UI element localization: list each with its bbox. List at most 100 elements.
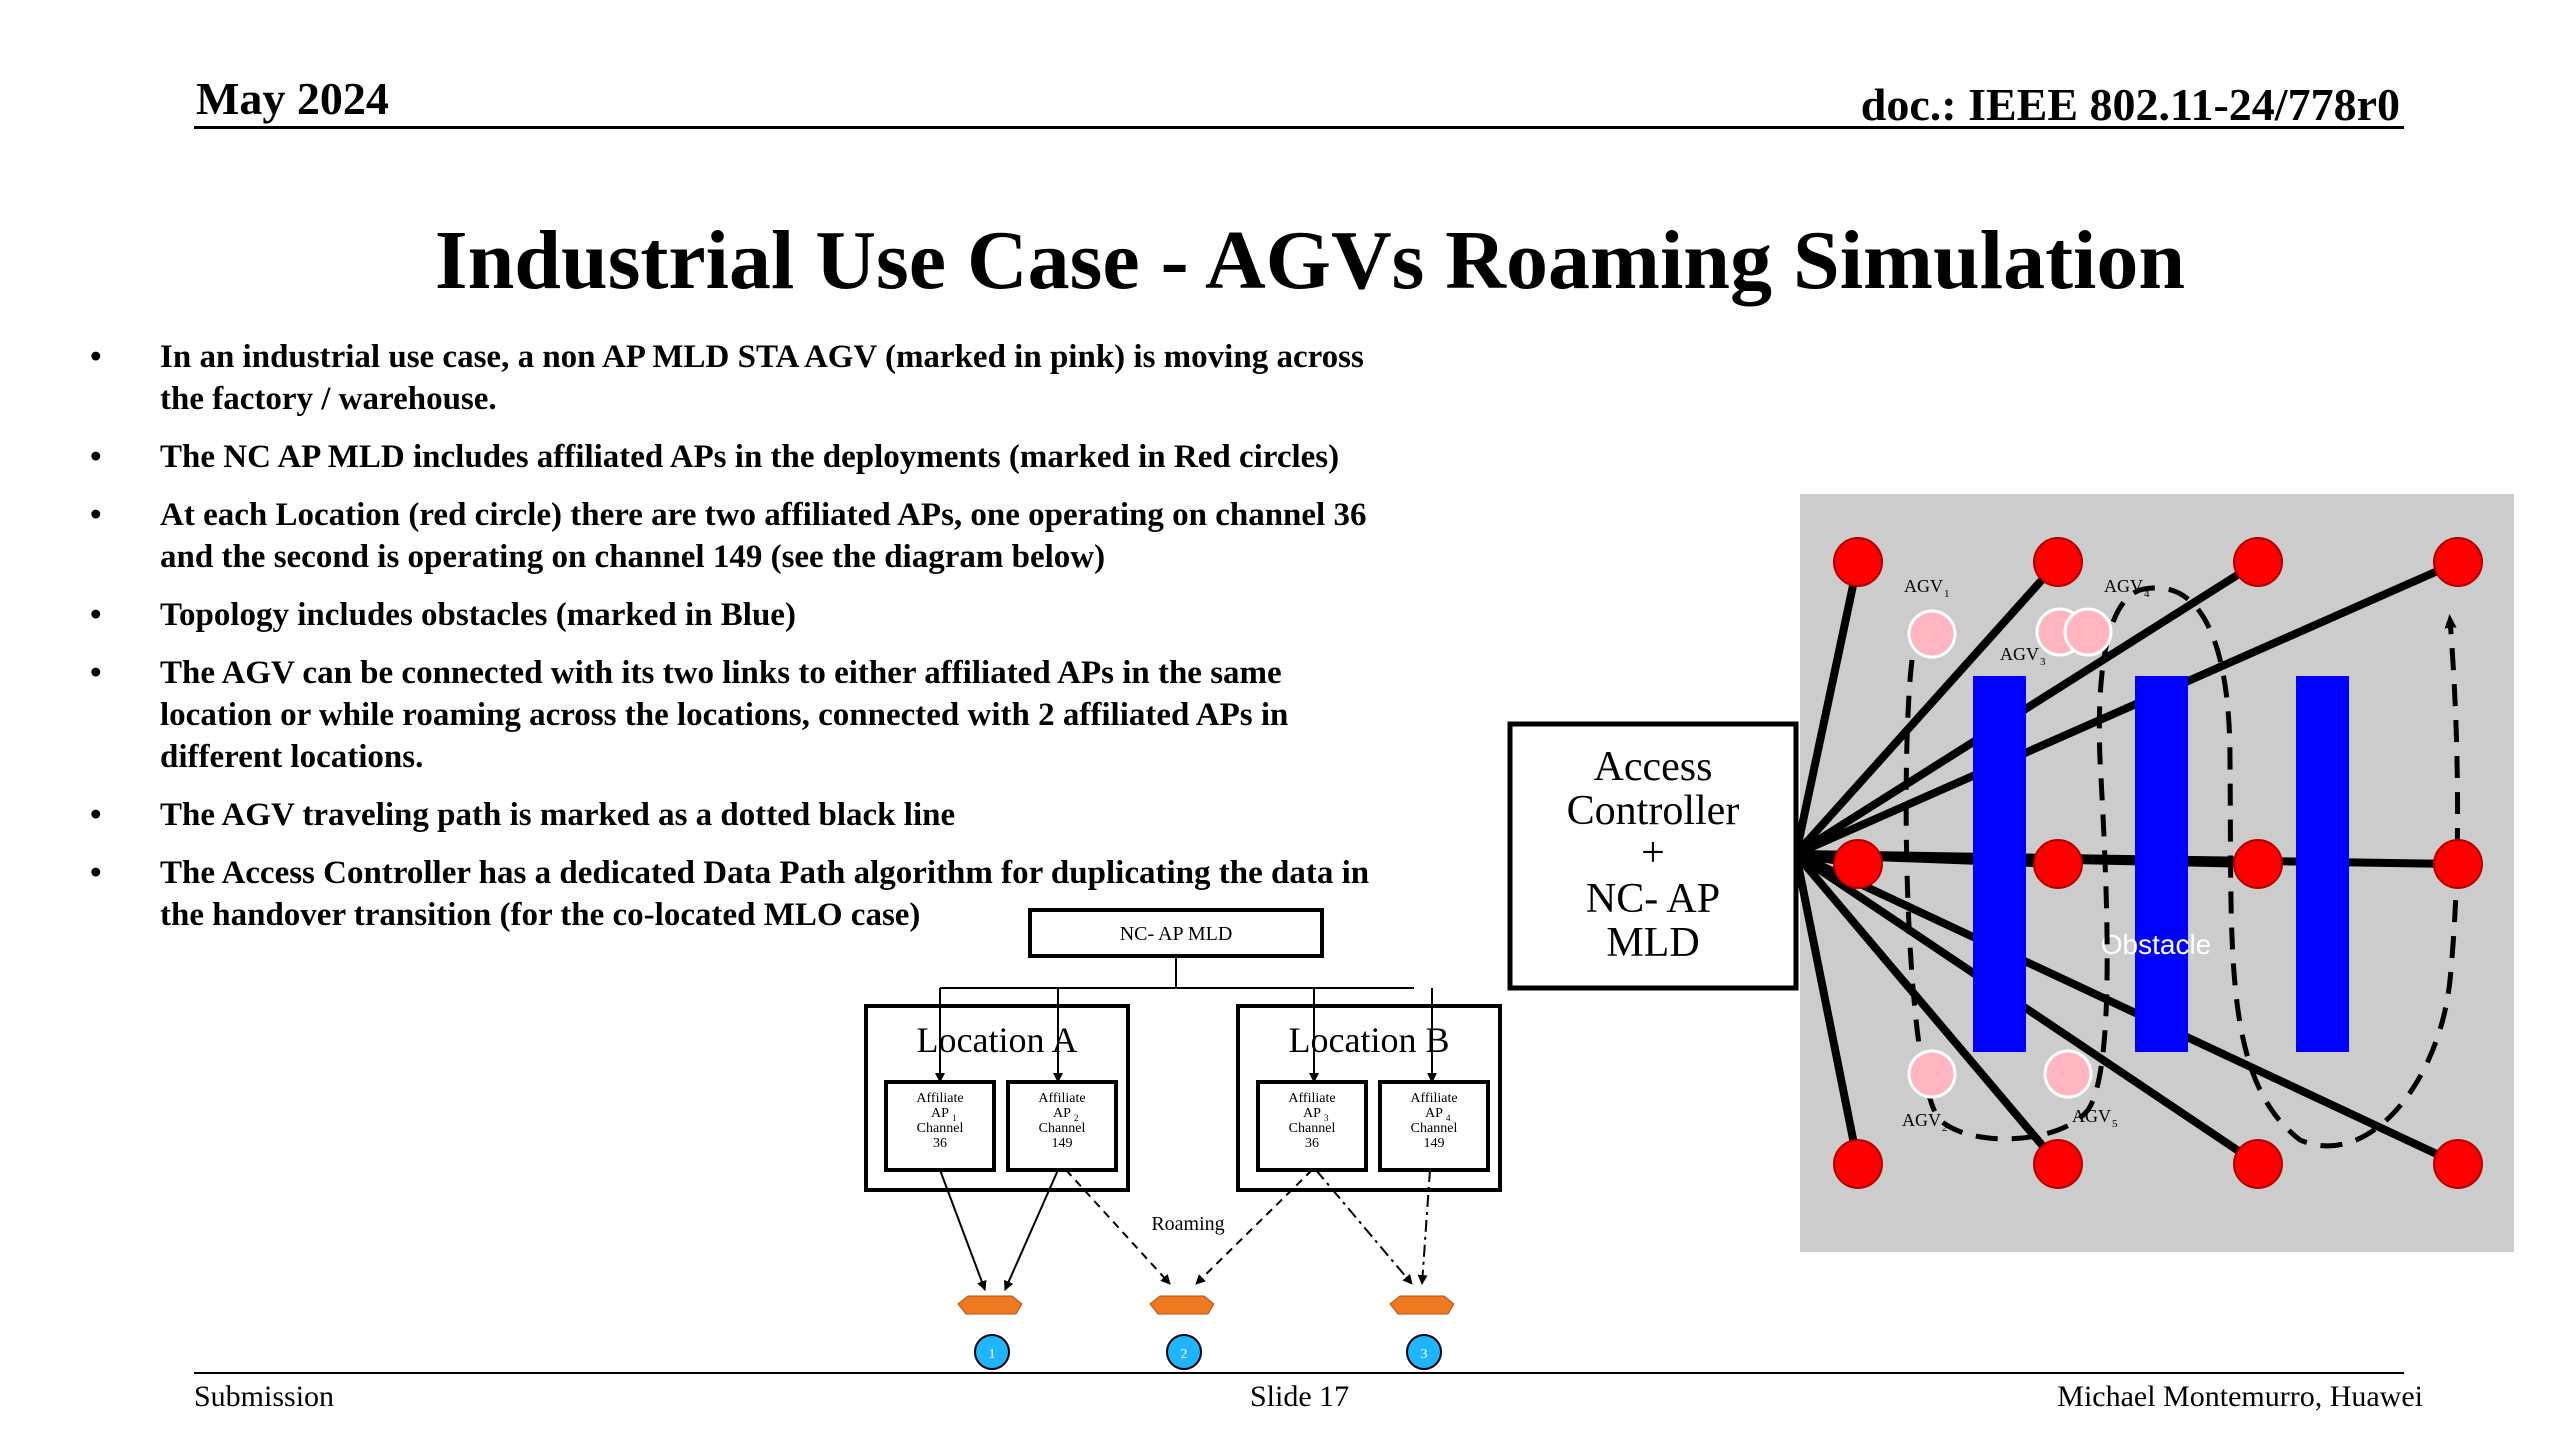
bullet-item: • At each Location (red circle) there are… xyxy=(90,494,1490,578)
controller-link xyxy=(1792,558,1862,858)
ap-label-line: 149 xyxy=(1424,1136,1445,1151)
ap-label-line: Channel xyxy=(1411,1121,1458,1136)
ap-location-node xyxy=(1833,1139,1883,1189)
ap-location-node xyxy=(1833,839,1883,889)
ap-label-line: AP xyxy=(931,1106,949,1121)
access-controller-label-line: + xyxy=(1641,830,1665,876)
agv-node xyxy=(2035,607,2085,657)
ap-label-line: 149 xyxy=(1052,1136,1073,1151)
controller-link xyxy=(1792,850,2062,1168)
ap-label-line: Channel xyxy=(1039,1121,1086,1136)
agv-node xyxy=(1907,609,1957,659)
bullet-text-line: Topology includes obstacles (marked in B… xyxy=(160,597,796,633)
agv-label-subscript: 3 xyxy=(2040,656,2046,668)
ap-label-line: 36 xyxy=(1305,1136,1319,1151)
controller-link xyxy=(1792,850,2462,868)
footer-rule xyxy=(194,1372,2404,1374)
controller-link xyxy=(1792,558,2462,858)
svg-text:3: 3 xyxy=(1421,1347,1428,1362)
access-controller-label-line: NC- AP xyxy=(1586,876,1720,922)
location-b-label: Location B xyxy=(1289,1020,1450,1060)
agv-label-subscript: 2 xyxy=(1942,1122,1948,1134)
agv-label: AGV xyxy=(1904,576,1943,596)
ap-1-box xyxy=(884,1080,996,1172)
agv-label: AGV xyxy=(1902,1110,1941,1130)
controller-link xyxy=(1792,850,2262,868)
bullet-list: • In an industrial use case, a non AP MLD… xyxy=(90,336,1490,952)
agv-label: AGV xyxy=(2000,644,2039,664)
bullet-text-line: At each Location (red circle) there are … xyxy=(160,497,1367,533)
bullet-text-line: The AGV can be connected with its two li… xyxy=(160,655,1282,691)
ap-subscript: 3 xyxy=(1324,1113,1329,1123)
bullet-text-line: The NC AP MLD includes affiliated APs in… xyxy=(160,439,1340,475)
ap-location-node xyxy=(2033,537,2083,587)
controller-link xyxy=(1792,558,2262,858)
obstacle-1 xyxy=(1973,676,2026,1052)
ap-location-node xyxy=(2433,1139,2483,1189)
location-a-label: Location A xyxy=(917,1020,1078,1060)
footer-author: Michael Montemurro, Huawei xyxy=(2057,1380,2423,1413)
ap-label-line: 36 xyxy=(933,1136,947,1151)
bullet-item: • In an industrial use case, a non AP MLD… xyxy=(90,336,1490,420)
agv-label-subscript: 5 xyxy=(2112,1118,2118,1130)
bullet-text-line: and the second is operating on channel 1… xyxy=(160,539,1106,575)
ap-3-box xyxy=(1256,1080,1368,1172)
ap-label-line: AP xyxy=(1053,1106,1071,1121)
bullet-marker: • xyxy=(90,439,102,475)
agv-station-1-icon: 1 xyxy=(957,1295,1023,1370)
access-controller-label-line: Access xyxy=(1594,744,1713,790)
bullet-text-line: location or while roaming across the loc… xyxy=(160,697,1289,733)
ap-label-line: Affiliate xyxy=(1038,1091,1085,1106)
bullet-item: •The Access Controller has a dedicated D… xyxy=(90,852,1490,936)
controller-link xyxy=(1792,850,1862,868)
ap-location-node xyxy=(2233,1139,2283,1189)
svg-text:2: 2 xyxy=(1181,1347,1188,1362)
obstacle-2 xyxy=(2135,676,2188,1052)
agv-label-subscript: 4 xyxy=(2144,588,2150,600)
ap-location-node xyxy=(2433,839,2483,889)
bullet-text-line: the factory / warehouse. xyxy=(160,381,497,417)
slide-title: Industrial Use Case - AGVs Roaming Simul… xyxy=(434,214,2186,307)
agv-station-3-icon: 3 xyxy=(1389,1295,1455,1370)
obstacle-3 xyxy=(2296,676,2349,1052)
agv-label-subscript: 1 xyxy=(1944,588,1950,600)
access-controller-label-line: Controller xyxy=(1567,788,1740,834)
ap-location-node xyxy=(2033,839,2083,889)
footer-slide-number: Slide 17 xyxy=(1250,1380,1350,1413)
bullet-marker: • xyxy=(90,339,102,375)
bullet-item: • The AGV can be connected with its two l… xyxy=(90,652,1490,778)
bullet-marker: • xyxy=(90,797,102,833)
bullet-marker: • xyxy=(90,855,102,891)
ap-label-line: Channel xyxy=(1289,1121,1336,1136)
agv-node xyxy=(1907,1049,1957,1099)
agv-label: AGV xyxy=(2104,576,2143,596)
location-b-box xyxy=(1236,1004,1502,1192)
ap-location-node xyxy=(2233,537,2283,587)
access-controller-label-line: MLD xyxy=(1606,920,1699,966)
bullet-text-line: The AGV traveling path is marked as a do… xyxy=(160,797,956,833)
header-doc-id: doc.: IEEE 802.11-24/778r0 xyxy=(1860,79,2400,130)
ap-label-line: AP xyxy=(1425,1106,1443,1121)
bullet-item: • Topology includes obstacles (marked in … xyxy=(90,594,1490,636)
bullet-marker: • xyxy=(90,655,102,691)
ap-location-node xyxy=(2233,839,2283,889)
ap-subscript: 4 xyxy=(1446,1113,1451,1123)
ap-label-line: AP xyxy=(1303,1106,1321,1121)
header-date: May 2024 xyxy=(196,73,389,124)
ap-label-line: Affiliate xyxy=(1288,1091,1335,1106)
ap-2-box xyxy=(1006,1080,1118,1172)
ap-4-box xyxy=(1378,1080,1490,1172)
ap-label-line: Affiliate xyxy=(916,1091,963,1106)
bullet-text-line: different locations. xyxy=(160,739,424,775)
bullet-item: • The AGV traveling path is marked as a d… xyxy=(90,794,1490,836)
controller-link xyxy=(1792,850,1862,1168)
access-controller-box xyxy=(1507,721,1799,991)
bullet-item: • The NC AP MLD includes affiliated APs i… xyxy=(90,436,1490,478)
ap-subscript: 1 xyxy=(952,1113,957,1123)
bullet-marker: • xyxy=(90,597,102,633)
ap-subscript: 2 xyxy=(1074,1113,1079,1123)
bullet-marker: • xyxy=(90,497,102,533)
header-rule xyxy=(194,126,2404,129)
bullet-text-line: In an industrial use case, a non AP MLD … xyxy=(160,339,1364,375)
location-a-box xyxy=(864,1004,1130,1192)
